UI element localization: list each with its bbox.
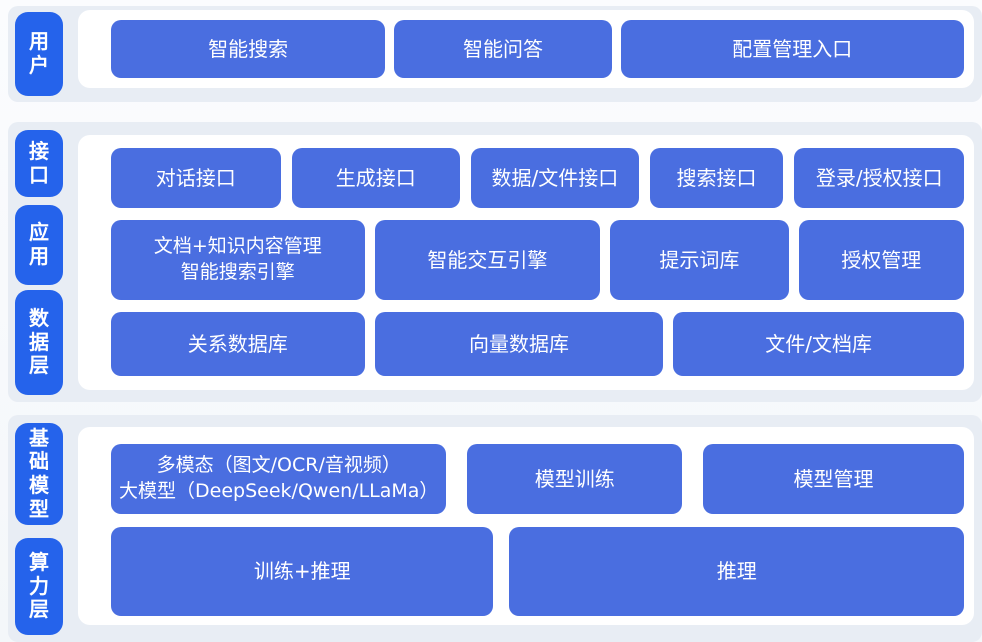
- box-auth-mgmt: 授权管理: [798, 220, 964, 300]
- panel-user-layer: 智能搜索 智能问答 配置管理入口: [78, 10, 974, 88]
- box-interactive-engine-label: 智能交互引擎: [427, 247, 548, 272]
- row-foundation-models: 多模态（图文/OCR/音视频） 大模型（DeepSeek/Qwen/LLaMa）…: [111, 444, 965, 514]
- pill-foundation-model-layer: 基础模型: [15, 423, 63, 525]
- box-dialog-api: 对话接口: [111, 148, 281, 208]
- box-multimodal-llm-line1: 多模态（图文/OCR/音视频）: [156, 454, 401, 477]
- box-smart-search-label: 智能搜索: [208, 36, 289, 61]
- box-model-mgmt-label: 模型管理: [793, 466, 874, 491]
- box-multimodal-llm: 多模态（图文/OCR/音视频） 大模型（DeepSeek/Qwen/LLaMa）: [111, 444, 447, 514]
- section-user-layer: 用户 智能搜索 智能问答 配置管理入口: [8, 6, 982, 102]
- box-multimodal-llm-line2: 大模型（DeepSeek/Qwen/LLaMa）: [119, 480, 439, 502]
- box-relational-db: 关系数据库: [111, 312, 365, 376]
- pill-user-layer: 用户: [15, 12, 63, 96]
- box-file-doc-store: 文件/文档库: [673, 312, 964, 376]
- pill-compute-layer: 算力层: [15, 538, 63, 635]
- pill-data-layer: 数据层: [15, 290, 63, 395]
- box-vector-db-label: 向量数据库: [468, 331, 569, 356]
- box-generation-api: 生成接口: [291, 148, 461, 208]
- box-inference: 推理: [509, 527, 964, 616]
- box-inference-label: 推理: [716, 559, 757, 583]
- box-smart-qa-label: 智能问答: [462, 36, 543, 61]
- row-data-stores: 关系数据库 向量数据库 文件/文档库: [111, 312, 964, 376]
- pill-application-layer-label: 应用: [29, 220, 49, 268]
- box-smart-qa: 智能问答: [394, 20, 612, 78]
- panel-bottom-layers: 多模态（图文/OCR/音视频） 大模型（DeepSeek/Qwen/LLaMa）…: [78, 427, 974, 625]
- pill-compute-layer-label: 算力层: [29, 550, 49, 622]
- box-search-api-label: 搜索接口: [676, 165, 757, 190]
- box-login-auth-api: 登录/授权接口: [794, 148, 964, 208]
- box-interactive-engine: 智能交互引擎: [374, 220, 601, 300]
- box-relational-db-label: 关系数据库: [187, 331, 288, 356]
- box-data-file-api: 数据/文件接口: [471, 148, 639, 208]
- panel-middle-layers: 对话接口 生成接口 数据/文件接口 搜索接口 登录/授权接口 文档+知识内容管理: [78, 135, 974, 390]
- section-bottom-layers: 基础模型 算力层 多模态（图文/OCR/音视频） 大模型（DeepSeek/Qw…: [8, 415, 982, 642]
- pill-data-layer-label: 数据层: [29, 306, 49, 378]
- pill-foundation-model-layer-label: 基础模型: [29, 425, 49, 521]
- row-user-entries: 智能搜索 智能问答 配置管理入口: [111, 20, 964, 78]
- row-applications: 文档+知识内容管理 智能搜索引擎 智能交互引擎 提示词库 授权管理: [111, 220, 964, 300]
- box-prompt-library: 提示词库: [610, 220, 789, 300]
- box-training-inference-label: 训练+推理: [253, 559, 351, 583]
- box-auth-mgmt-label: 授权管理: [841, 247, 922, 272]
- box-prompt-library-label: 提示词库: [659, 247, 740, 272]
- box-config-entry: 配置管理入口: [620, 20, 964, 78]
- box-search-api: 搜索接口: [649, 148, 784, 208]
- pill-interface-layer-label: 接口: [29, 138, 49, 187]
- box-config-entry-label: 配置管理入口: [732, 36, 853, 61]
- box-model-training: 模型训练: [467, 444, 683, 514]
- box-doc-knowledge-mgmt-line2: 智能搜索引擎: [180, 261, 295, 283]
- row-interfaces: 对话接口 生成接口 数据/文件接口 搜索接口 登录/授权接口: [111, 148, 964, 208]
- box-dialog-api-label: 对话接口: [155, 165, 236, 190]
- box-doc-knowledge-mgmt: 文档+知识内容管理 智能搜索引擎: [111, 220, 365, 300]
- section-middle-layers: 接口 应用 数据层 对话接口 生成接口 数据/文件接口 搜索接口: [8, 122, 982, 402]
- box-vector-db: 向量数据库: [374, 312, 664, 376]
- box-smart-search: 智能搜索: [111, 20, 386, 78]
- box-training-inference: 训练+推理: [111, 527, 494, 616]
- box-doc-knowledge-mgmt-line1: 文档+知识内容管理: [153, 235, 322, 258]
- pill-interface-layer: 接口: [15, 130, 63, 197]
- box-model-mgmt: 模型管理: [703, 444, 965, 514]
- box-file-doc-store-label: 文件/文档库: [765, 331, 873, 356]
- box-model-training-label: 模型训练: [534, 466, 615, 491]
- box-login-auth-api-label: 登录/授权接口: [815, 165, 943, 190]
- box-generation-api-label: 生成接口: [335, 165, 416, 190]
- pill-application-layer: 应用: [15, 205, 63, 285]
- box-data-file-api-label: 数据/文件接口: [491, 165, 619, 190]
- row-compute: 训练+推理 推理: [111, 527, 964, 616]
- pill-user-layer-label: 用户: [29, 29, 49, 77]
